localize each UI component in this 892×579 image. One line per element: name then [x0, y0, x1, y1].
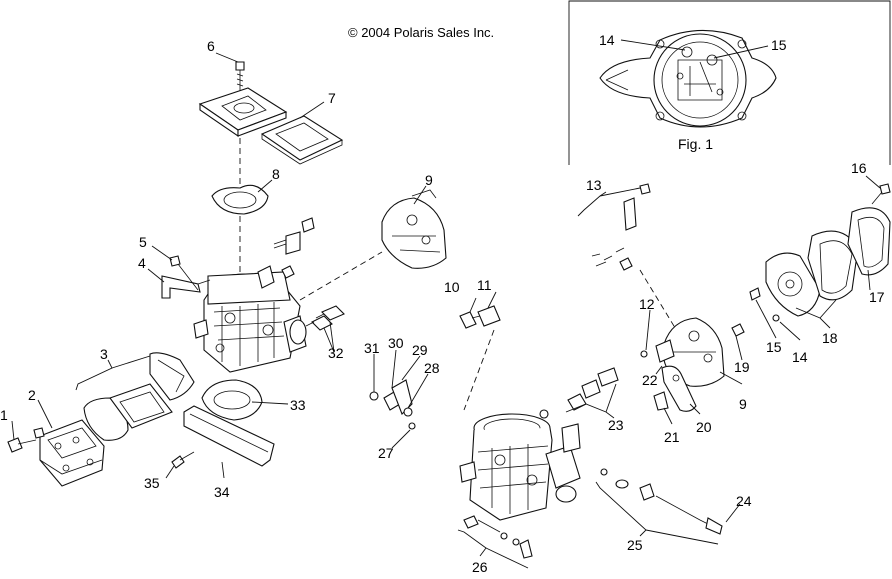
callout-32: 32 — [328, 345, 344, 361]
part-25-needle — [600, 468, 723, 535]
callout-7: 7 — [328, 90, 336, 106]
leader-15-inset — [713, 45, 769, 59]
leader-lines — [11, 52, 881, 569]
callout-9-left: 9 — [425, 172, 433, 188]
parts-20-22-diaphragm — [640, 350, 697, 412]
part-1-screw — [7, 437, 37, 453]
callout-21: 21 — [664, 429, 680, 445]
callout-15: 15 — [766, 339, 782, 355]
part-5-screw — [169, 255, 199, 291]
callout-26: 26 — [472, 559, 488, 574]
figure-1-inset: 14 15 Fig. 1 — [568, 0, 891, 165]
callout-10: 10 — [444, 279, 460, 295]
part-2-fuel-pump — [33, 419, 105, 487]
callout-17: 17 — [869, 289, 885, 305]
right-carburetor-body — [459, 409, 581, 521]
callout-numbers: 1 2 3 4 5 6 7 8 9 9 10 11 12 13 14 15 16… — [0, 38, 885, 575]
callout-23: 23 — [608, 417, 624, 433]
assembly-line-10 — [463, 329, 495, 411]
callout-34: 34 — [214, 484, 230, 500]
assembly-line-13 — [639, 269, 681, 337]
callout-3: 3 — [100, 346, 108, 362]
part-35-screw — [171, 451, 195, 469]
part-32-fittings — [305, 305, 345, 331]
part-16-screw — [871, 183, 891, 205]
callout-12: 12 — [639, 296, 655, 312]
callout-6: 6 — [207, 38, 215, 54]
callout-1: 1 — [0, 407, 8, 423]
part-8-gasket — [211, 184, 269, 215]
callout-31: 31 — [364, 340, 380, 356]
throttle-bracket-parts — [273, 217, 315, 255]
callout-16: 16 — [851, 160, 867, 176]
part-17-cover — [847, 207, 891, 276]
callout-25: 25 — [627, 537, 643, 553]
part-26-jets — [463, 515, 533, 559]
part-18-diaphragm — [765, 230, 859, 317]
callout-22: 22 — [642, 372, 658, 388]
callout-5: 5 — [139, 234, 147, 250]
part-9-pump-cover — [381, 189, 447, 269]
callout-11: 11 — [477, 277, 492, 293]
callout-27: 27 — [378, 445, 394, 461]
callout-29: 29 — [412, 342, 428, 358]
left-carburetor-assembly — [7, 61, 447, 487]
callout-30: 30 — [388, 335, 404, 351]
part-6-screw — [235, 61, 245, 92]
part-13-small-parts — [591, 183, 651, 271]
assembly-line-9 — [299, 251, 383, 301]
callout-28: 28 — [424, 360, 440, 376]
right-carburetor-assembly — [459, 183, 891, 559]
callout-33: 33 — [290, 397, 306, 413]
part-23-pieces — [567, 367, 619, 411]
inset-carburetor-flange — [599, 29, 777, 128]
callout-18: 18 — [822, 330, 838, 346]
part-3-gasket-set — [83, 352, 195, 441]
part-33-gasket — [201, 379, 263, 421]
callout-8: 8 — [272, 166, 280, 182]
leader-14-inset — [620, 39, 686, 51]
callout-9-right: 9 — [739, 396, 747, 412]
callout-4: 4 — [138, 255, 146, 271]
callout-19: 19 — [734, 359, 750, 375]
figure-caption: Fig. 1 — [678, 136, 713, 152]
part-6-plate — [198, 87, 288, 138]
callout-13: 13 — [586, 177, 602, 193]
part-19-screw — [731, 323, 745, 337]
parts-14-15-small — [749, 287, 780, 322]
left-carburetor-body — [193, 265, 307, 373]
callout-35: 35 — [144, 475, 160, 491]
parts-10-11-fittings — [459, 305, 501, 329]
callout-14: 14 — [792, 349, 808, 365]
copyright-text: © 2004 Polaris Sales Inc. — [348, 25, 494, 40]
callout-20: 20 — [696, 419, 712, 435]
part-4-hose — [161, 275, 211, 299]
callout-2: 2 — [28, 387, 36, 403]
part-7-gasket — [260, 115, 344, 165]
parts-27-31-linkage — [369, 379, 416, 430]
callout-24: 24 — [736, 493, 752, 509]
part-34-bracket — [183, 405, 275, 467]
inset-frame — [568, 0, 891, 165]
callout-15-inset: 15 — [771, 37, 787, 53]
callout-14-inset: 14 — [599, 32, 615, 48]
